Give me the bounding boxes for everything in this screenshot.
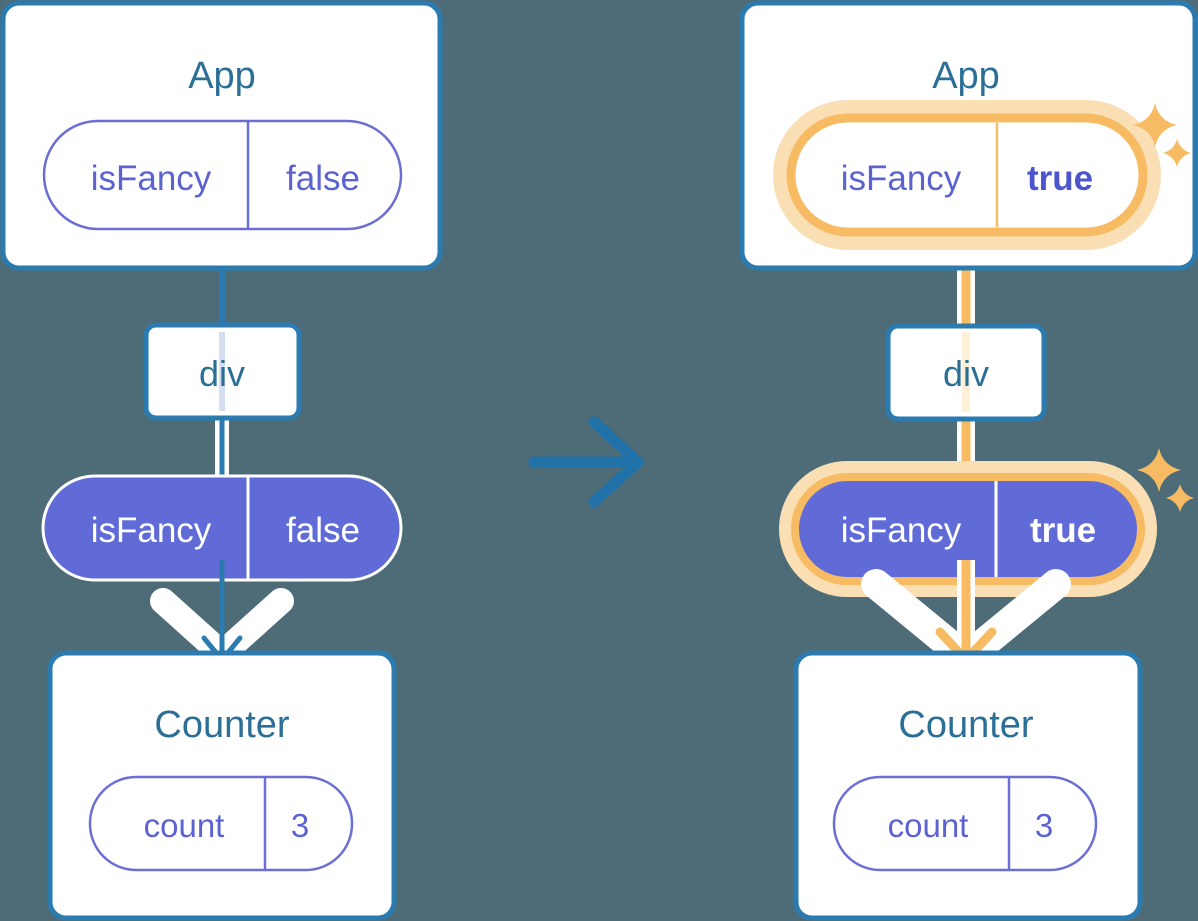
app-pill-value-right: true [1027,159,1093,198]
app-pill-key-right: isFancy [841,159,962,198]
counter-pill-left [88,775,354,872]
counter-pill-value-left: 3 [291,807,309,844]
div-label-right: div [943,353,989,394]
app-pill-left [42,119,403,231]
app-title-right: App [932,55,1000,97]
prop-pill-key-left: isFancy [91,511,212,550]
app-pill-right [786,113,1148,237]
counter-pill-value-right: 3 [1035,807,1053,844]
app-pill-key-left: isFancy [91,159,212,198]
prop-pill-value-right: true [1030,511,1096,550]
counter-pill-key-right: count [888,807,969,844]
prop-pill-key-right: isFancy [841,511,962,550]
app-pill-value-left: false [286,159,360,198]
app-title-left: App [188,55,256,97]
sparkle-icon-prop-right [1137,448,1194,512]
counter-pill-right [832,775,1098,872]
arrow-right-icon [528,416,644,508]
prop-pill-value-left: false [286,511,360,550]
div-label-left: div [199,353,245,394]
app-pill-glow-right [773,100,1161,250]
sparkle-icon-app-right [1133,103,1191,167]
counter-title-left: Counter [154,704,290,746]
counter-title-right: Counter [898,704,1034,746]
counter-pill-key-left: count [144,807,225,844]
